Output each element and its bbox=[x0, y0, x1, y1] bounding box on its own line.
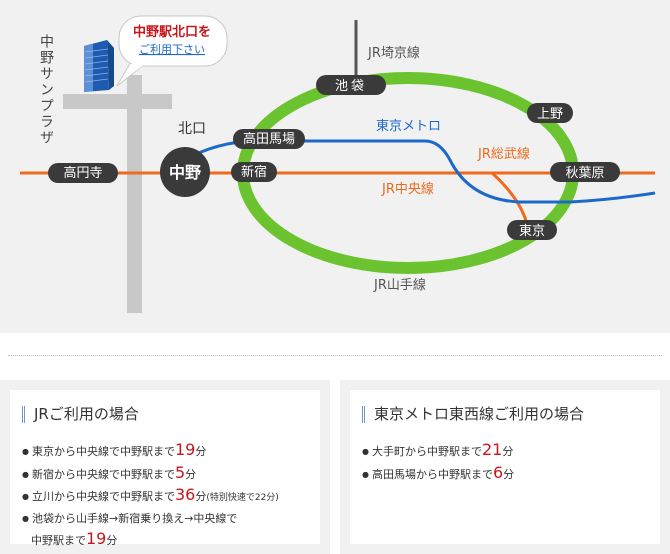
tozai-line bbox=[177, 139, 656, 204]
route-minutes: 21 bbox=[481, 440, 503, 459]
route-text: 立川から中央線で中野駅まで bbox=[31, 490, 175, 503]
route-item: ●新宿から中央線で中野駅まで5分 bbox=[22, 463, 279, 486]
yamanote-line-label: JR山手線 bbox=[373, 277, 426, 293]
station-ueno bbox=[527, 103, 573, 123]
bullet-icon: ● bbox=[362, 447, 369, 456]
station-ikebukuro-label: 池袋 bbox=[335, 79, 367, 94]
building-icon bbox=[84, 40, 114, 92]
section-divider bbox=[8, 355, 662, 356]
jr-box-title: JRご利用の場合 bbox=[22, 406, 139, 423]
bullet-icon: ● bbox=[22, 447, 29, 456]
route-item: ●高田馬場から中野駅まで6分 bbox=[362, 463, 514, 486]
bullet-icon: ● bbox=[362, 469, 369, 479]
route-unit: 分 bbox=[195, 490, 207, 503]
route-text: 新宿から中央線で中野駅まで bbox=[31, 467, 175, 481]
route-minutes: 5 bbox=[174, 462, 186, 482]
metro-access-panel: 東京メトロ東西線ご利用の場合 ●大手町から中野駅まで21分 ●高田馬場から中野駅… bbox=[340, 380, 670, 554]
route-item: ●立川から中央線で中野駅まで36分(特別快速で22分) bbox=[22, 485, 279, 509]
route-item: ●大手町から中野駅まで21分 bbox=[362, 440, 514, 463]
metro-access-box: 東京メトロ東西線ご利用の場合 ●大手町から中野駅まで21分 ●高田馬場から中野駅… bbox=[350, 390, 660, 544]
metro-box-title: 東京メトロ東西線ご利用の場合 bbox=[362, 406, 584, 423]
road-horizontal bbox=[63, 94, 172, 109]
route-map-graphic: 中野サンプラザ 中野駅北口を ご利用下さい 高円寺 北口 中野 高田馬場 新宿 … bbox=[20, 15, 656, 313]
callout-line-2: ご利用下さい bbox=[139, 42, 205, 56]
route-text: 大手町から中野駅まで bbox=[371, 445, 482, 458]
north-exit-callout: 中野駅北口を ご利用下さい bbox=[116, 15, 228, 87]
bullet-icon: ● bbox=[22, 492, 29, 501]
route-text: 中野駅まで bbox=[31, 534, 86, 547]
station-shinjuku-label: 新宿 bbox=[241, 164, 267, 180]
station-ueno-label: 上野 bbox=[537, 107, 563, 122]
route-item: ●池袋から山手線→新宿乗り換え→中央線で bbox=[22, 509, 279, 530]
route-note: (特別快速で22分) bbox=[206, 493, 279, 503]
chuo-line-label: JR中央線 bbox=[381, 181, 434, 197]
bullet-icon: ● bbox=[22, 469, 29, 479]
route-minutes: 19 bbox=[174, 440, 196, 459]
route-unit: 分 bbox=[106, 534, 118, 547]
route-map: 中野サンプラザ 中野駅北口を ご利用下さい 高円寺 北口 中野 高田馬場 新宿 … bbox=[0, 0, 670, 333]
road-vertical bbox=[127, 75, 142, 313]
station-akihabara bbox=[550, 162, 620, 182]
station-nakano bbox=[160, 147, 210, 197]
station-akihabara-label: 秋葉原 bbox=[565, 166, 604, 181]
callout-line-1: 中野駅北口を bbox=[133, 24, 211, 40]
jr-access-panel: JRご利用の場合 ●東京から中央線で中野駅まで19分 ●新宿から中央線で中野駅ま… bbox=[0, 380, 330, 554]
route-unit: 分 bbox=[503, 467, 515, 481]
route-unit: 分 bbox=[185, 467, 197, 481]
station-koenji-label: 高円寺 bbox=[63, 165, 102, 181]
tokyo-metro-label: 東京メトロ bbox=[376, 118, 441, 134]
route-minutes: 19 bbox=[86, 529, 107, 548]
station-koenji bbox=[48, 163, 118, 183]
route-unit: 分 bbox=[195, 445, 207, 458]
station-nakano-label: 中野 bbox=[169, 163, 201, 182]
station-takadanobaba-label: 高田馬場 bbox=[243, 131, 295, 147]
route-minutes: 36 bbox=[174, 485, 196, 504]
jr-route-list: ●東京から中央線で中野駅まで19分 ●新宿から中央線で中野駅まで5分 ●立川から… bbox=[22, 440, 279, 552]
station-shinjuku bbox=[231, 162, 277, 182]
bullet-icon: ● bbox=[22, 513, 29, 523]
station-ikebukuro bbox=[316, 75, 386, 95]
sobu-line-label: JR総武線 bbox=[477, 146, 530, 162]
route-text: 東京から中央線で中野駅まで bbox=[31, 445, 175, 458]
route-text: 高田馬場から中野駅まで bbox=[371, 467, 493, 481]
route-minutes: 6 bbox=[492, 462, 504, 482]
metro-route-list: ●大手町から中野駅まで21分 ●高田馬場から中野駅まで6分 bbox=[362, 440, 514, 485]
route-item: ●東京から中央線で中野駅まで19分 bbox=[22, 440, 279, 463]
jr-access-box: JRご利用の場合 ●東京から中央線で中野駅まで19分 ●新宿から中央線で中野駅ま… bbox=[10, 390, 320, 548]
kitaguchi-label: 北口 bbox=[178, 121, 206, 137]
station-tokyo bbox=[507, 220, 557, 240]
route-unit: 分 bbox=[502, 445, 514, 458]
landmark-label: 中野サンプラザ bbox=[38, 34, 54, 146]
route-text: 池袋から山手線→新宿乗り換え→中央線で bbox=[31, 511, 238, 525]
saikyo-line-label: JR埼京線 bbox=[367, 45, 420, 61]
station-tokyo-label: 東京 bbox=[519, 223, 545, 239]
route-item-continuation: 中野駅まで19分 bbox=[22, 529, 279, 552]
station-takadanobaba bbox=[233, 129, 305, 149]
